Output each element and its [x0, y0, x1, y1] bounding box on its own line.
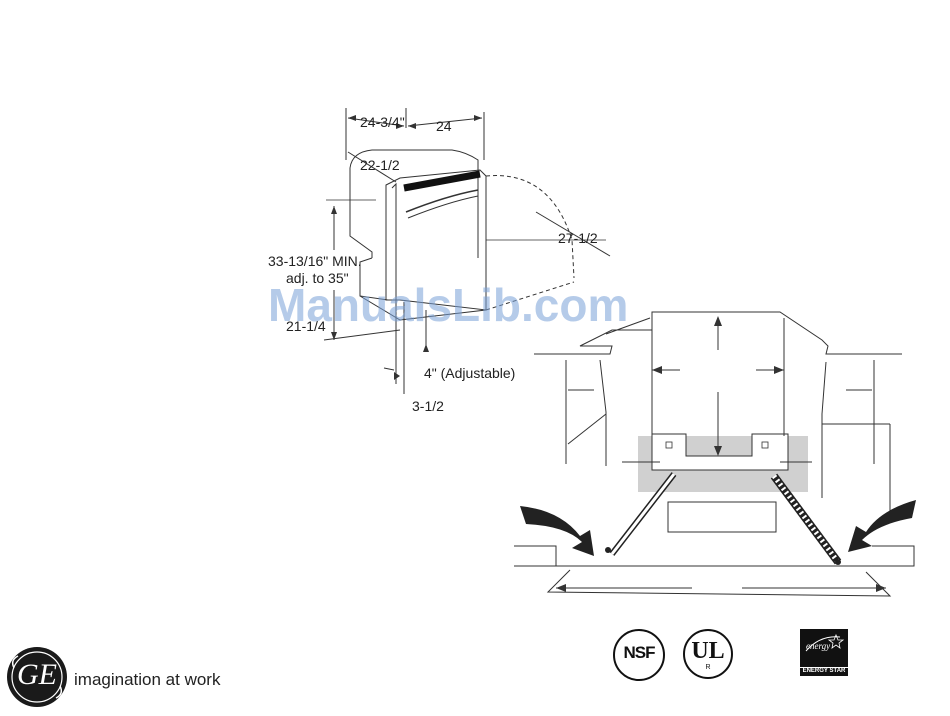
ge-logo: GE: [6, 646, 68, 708]
energy-star-label: ENERGY STAR: [800, 668, 848, 674]
ul-registered-mark: R: [702, 664, 714, 671]
watermark: ManualsLib.com: [268, 278, 628, 332]
nsf-logo: NSF: [612, 628, 666, 682]
energy-star-logo: energy ENERGY STAR: [800, 629, 848, 676]
nsf-text: NSF: [612, 643, 666, 663]
ul-logo: UL R: [682, 628, 734, 680]
ul-text: UL: [682, 638, 734, 665]
energy-star-script: energy: [806, 641, 830, 651]
ge-logo-text: GE: [6, 658, 68, 692]
tagline: imagination at work: [74, 670, 220, 690]
